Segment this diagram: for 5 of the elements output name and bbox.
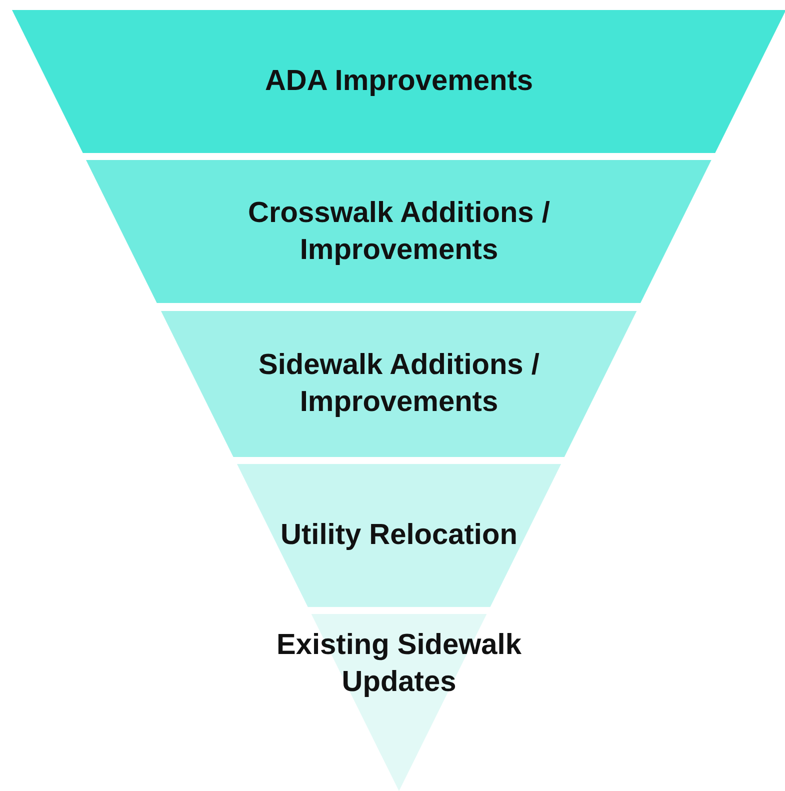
tier-label: Sidewalk Additions / Improvements — [258, 348, 540, 420]
tier-label: Crosswalk Additions / Improvements — [247, 196, 551, 268]
tier-label: Existing Sidewalk Updates — [276, 628, 522, 700]
tier-label: ADA Improvements — [264, 64, 534, 99]
tier-label: Utility Relocation — [280, 518, 518, 553]
